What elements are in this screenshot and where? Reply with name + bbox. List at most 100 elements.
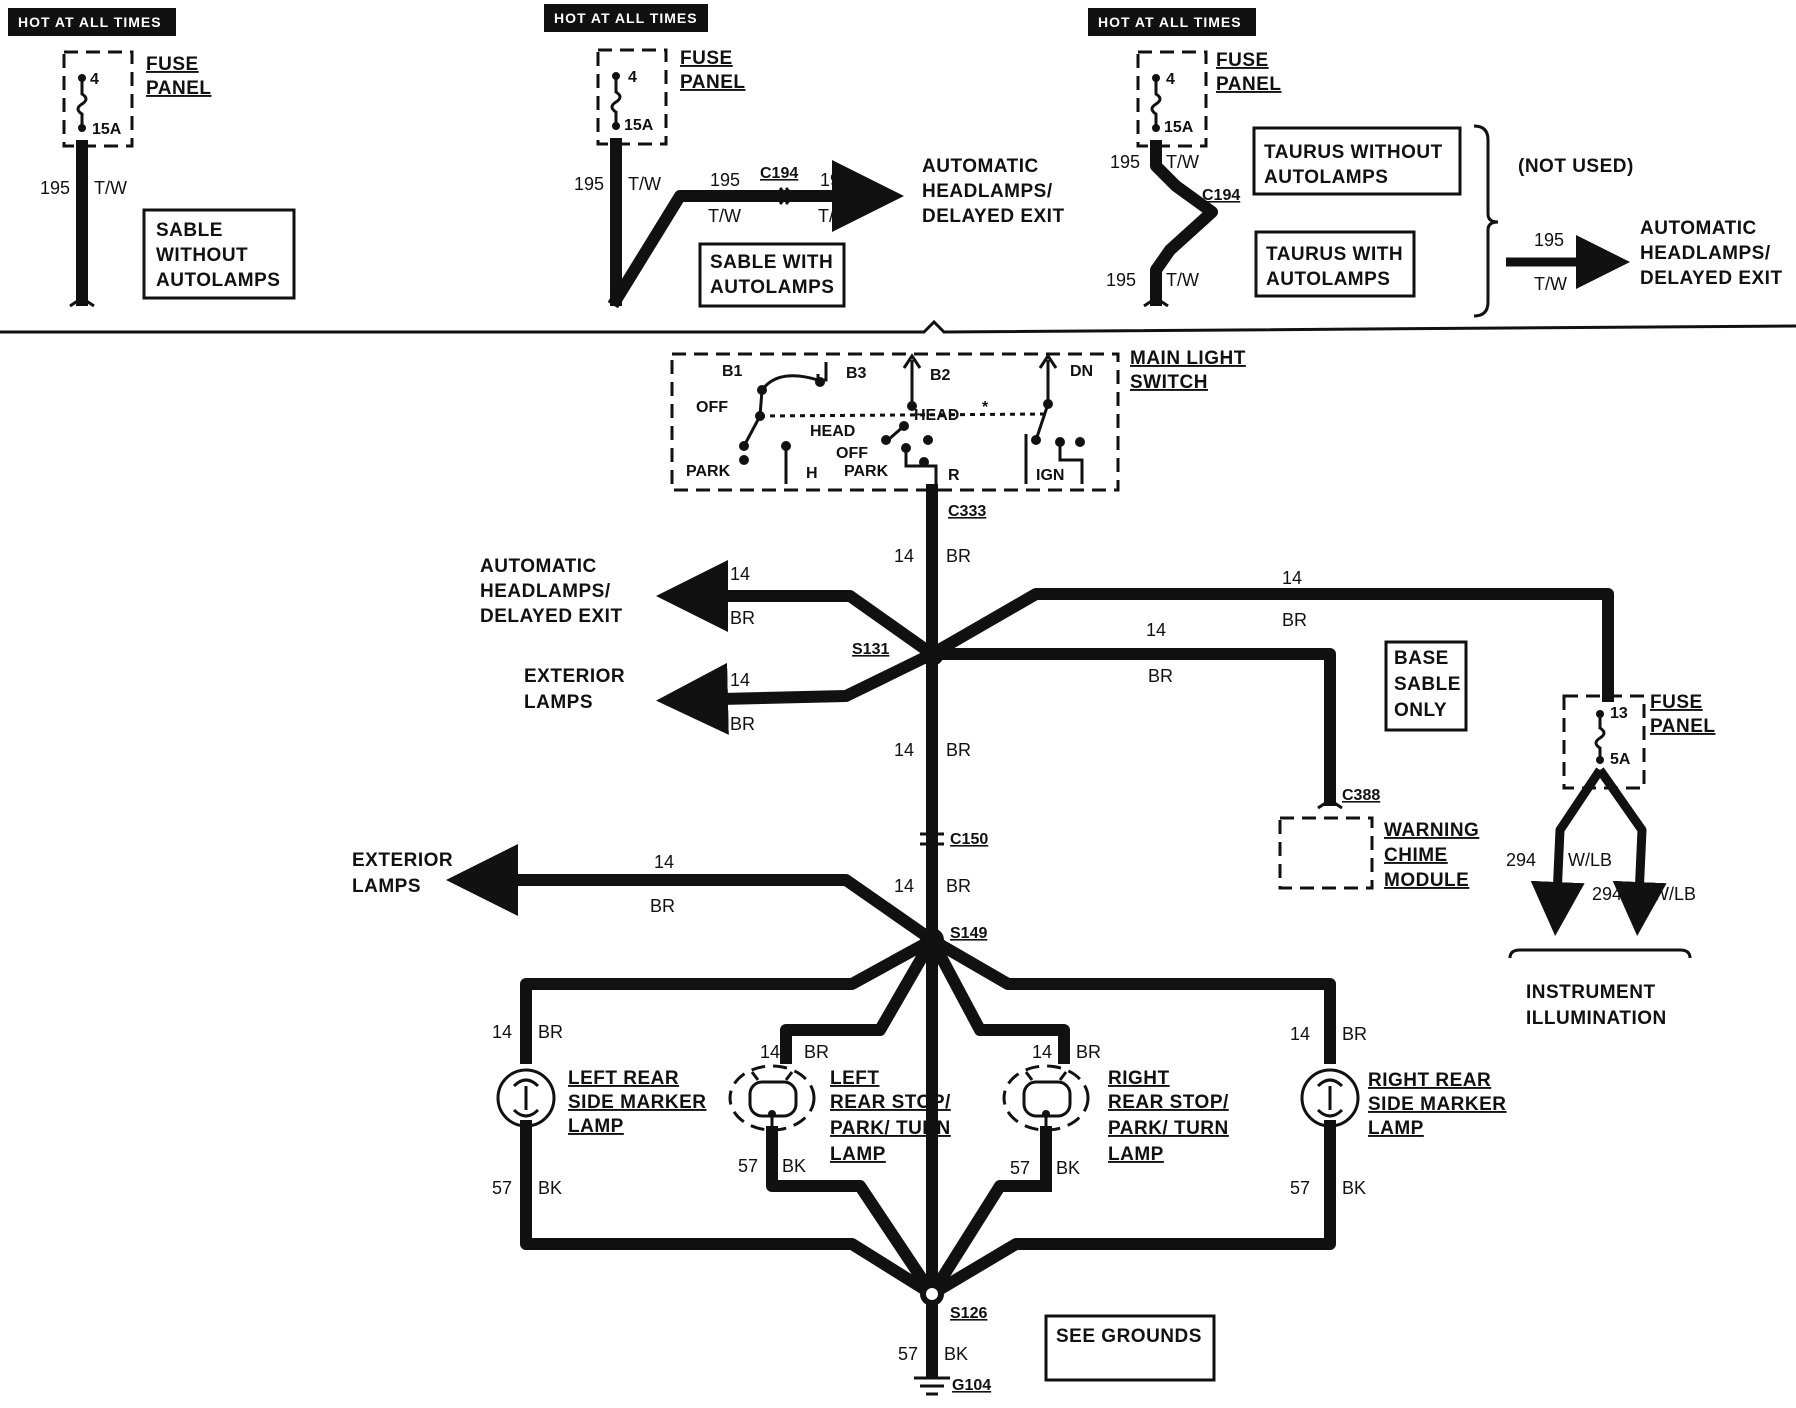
g-bk-a: BK [538,1178,562,1198]
taurus-with-1: TAURUS WITH [1266,244,1403,265]
wire-195-circuit-b: 195 [1106,270,1136,290]
right-stop-1: RIGHT [1108,1068,1170,1089]
variant-taurus: HOT AT ALL TIMES 4 15A FUSE PANEL C194 1… [1088,8,1783,318]
c194-label: C194 [1202,187,1240,204]
wire-195-circuit: 195 [1110,152,1140,172]
lst-14: 14 [760,1042,780,1062]
fuse-rating: 15A [92,121,122,138]
branch-14-a: 14 [730,564,750,584]
rsm-br: BR [1342,1024,1367,1044]
taurus-with-2: AUTOLAMPS [1266,269,1390,290]
rst-br: BR [1076,1042,1101,1062]
taurus-without-1: TAURUS WITHOUT [1264,142,1443,163]
branch-br-d: BR [1148,666,1173,686]
warning-chime-1: WARNING [1384,820,1479,841]
auto-headlamps-2: HEADLAMPS/ [1640,243,1771,264]
fuse-terminal: 4 [90,71,99,88]
wire-294-color-b: W/LB [1652,884,1696,904]
variant-sable-without: HOT AT ALL TIMES 4 15A FUSE PANEL 195 T/… [8,8,296,308]
see-grounds-label: SEE GROUNDS [1056,1326,1202,1347]
variant-sable-with: HOT AT ALL TIMES 4 15A FUSE PANEL C194 1… [544,4,1065,309]
wire-294-color-a: W/LB [1568,850,1612,870]
switch-dn: DN [1070,363,1093,380]
hot-banner: HOT AT ALL TIMES [18,14,162,30]
left-side-marker-1: LEFT REAR [568,1068,679,1089]
switch-park2: PARK [844,463,889,480]
trunk-14-b: 14 [894,740,914,760]
fuse-right-terminal: 13 [1610,705,1628,722]
g-57-c: 57 [1010,1158,1030,1178]
wire-195-circuit: 195 [574,174,604,194]
c388-label: C388 [1342,787,1380,804]
sable-without-3: AUTOLAMPS [156,270,280,291]
left-side-marker-2: SIDE MARKER [568,1092,707,1113]
fuse-right-rating: 5A [1610,751,1631,768]
trunk-br-b: BR [946,740,971,760]
instrument-illumination-1: INSTRUMENT [1526,982,1656,1003]
left-side-marker-3: LAMP [568,1116,624,1137]
auto-headlamps-3: DELAYED EXIT [922,206,1065,227]
g-57-b: 57 [738,1156,758,1176]
switch-head: HEAD [914,407,959,424]
splice-s149: 14 BR EXTERIOR LAMPS S149 [352,844,1336,1064]
lamp-left-stop: 14 BR LEFT REAR STOP/ PARK/ TURN LAMP [728,1042,951,1165]
branch-br-b: BR [730,714,755,734]
fuse-terminal: 4 [1166,71,1175,88]
hot-banner: HOT AT ALL TIMES [1098,14,1242,30]
main-trunk: C333 14 BR 14 BR C150 14 BR [894,484,988,1300]
switch-ign: IGN [1036,467,1064,484]
warning-chime-area: BASE SABLE ONLY C388 WARNING CHIME MODUL… [1278,640,1479,891]
instrument-illumination-area: 13 5A FUSE PANEL 294 W/LB 294 W/LB INSTR… [1506,692,1715,1029]
splice-s131: S131 14 BR AUTOMATIC HEADLAMPS/ DELAYED … [480,556,1614,806]
c194-label: C194 [760,165,798,182]
g-bk-e: BK [944,1344,968,1364]
switch-b2: B2 [930,367,951,384]
lsm-br: BR [538,1022,563,1042]
switch-star: * [982,399,989,416]
g-bk-d: BK [1342,1178,1366,1198]
right-stop-3: PARK/ TURN [1108,1118,1229,1139]
g104-label: G104 [952,1377,991,1394]
ground-wiring: 57 BK 57 BK 57 BK 57 BK S126 57 BK G104 … [492,1120,1366,1396]
wire-195-circuit-b: 195 [710,170,740,190]
not-used-label: (NOT USED) [1518,156,1634,177]
main-light-switch-2: SWITCH [1130,372,1208,393]
fuse-rating: 15A [1164,119,1194,136]
switch-park: PARK [686,463,731,480]
rst-14: 14 [1032,1042,1052,1062]
s126-label: S126 [950,1305,987,1322]
wire-195-color: T/W [628,174,661,194]
rsm-14: 14 [1290,1024,1310,1044]
trunk-14-a: 14 [894,546,914,566]
branch-br-c: BR [1282,610,1307,630]
branch-14-e: 14 [654,852,674,872]
lamp-left-side-marker: 14 BR LEFT REAR SIDE MARKER LAMP [492,1022,707,1137]
wire-195-color: T/W [94,178,127,198]
right-stop-4: LAMP [1108,1144,1164,1165]
g-57-a: 57 [492,1178,512,1198]
g-57-d: 57 [1290,1178,1310,1198]
exterior-lamps-2: LAMPS [524,692,593,713]
fuse-terminal: 4 [628,69,637,86]
switch-b3: B3 [846,365,867,382]
g-bk-b: BK [782,1156,806,1176]
sable-with-1: SABLE WITH [710,252,833,273]
branch-br-e: BR [650,896,675,916]
lsm-14: 14 [492,1022,512,1042]
base-sable-1: BASE [1394,648,1449,669]
lamp-right-side-marker: 14 BR RIGHT REAR SIDE MARKER LAMP [1290,1024,1506,1139]
fuse-panel-label-1: FUSE [1650,692,1703,713]
g-57-e: 57 [898,1344,918,1364]
wire-195-color: T/W [1166,152,1199,172]
auto-headlamps-2: HEADLAMPS/ [480,581,611,602]
auto-headlamps-3: DELAYED EXIT [1640,268,1783,289]
fuse-panel-label-1: FUSE [146,54,199,75]
wire-195-circuit-c: 195 [820,170,850,190]
right-side-marker-3: LAMP [1368,1118,1424,1139]
lst-br: BR [804,1042,829,1062]
trunk-br-a: BR [946,546,971,566]
wire-294-circuit-b: 294 [1592,884,1622,904]
exterior-lamps-2: LAMPS [352,876,421,897]
auto-headlamps-1: AUTOMATIC [480,556,597,577]
